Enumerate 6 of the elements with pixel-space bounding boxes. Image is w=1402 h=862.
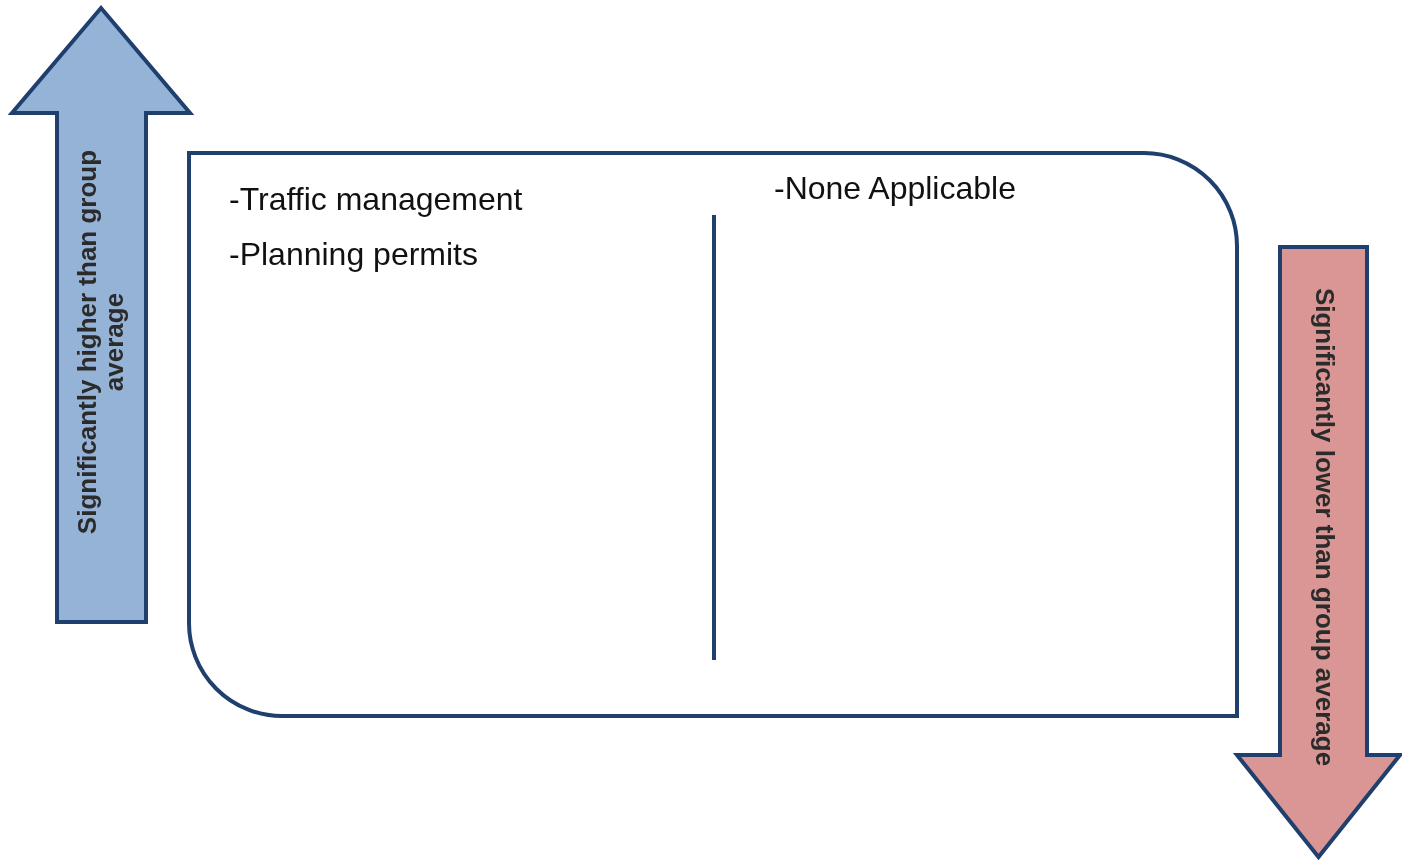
arrow-label: Significantly higher than group average xyxy=(73,148,129,537)
list-item: -Traffic management xyxy=(229,183,523,215)
arrow-label: Significantly lower than group average xyxy=(1310,287,1338,767)
rounded-panel xyxy=(187,151,1239,718)
list-item: -None Applicable xyxy=(774,172,1016,204)
list-item: -Planning permits xyxy=(229,238,478,270)
